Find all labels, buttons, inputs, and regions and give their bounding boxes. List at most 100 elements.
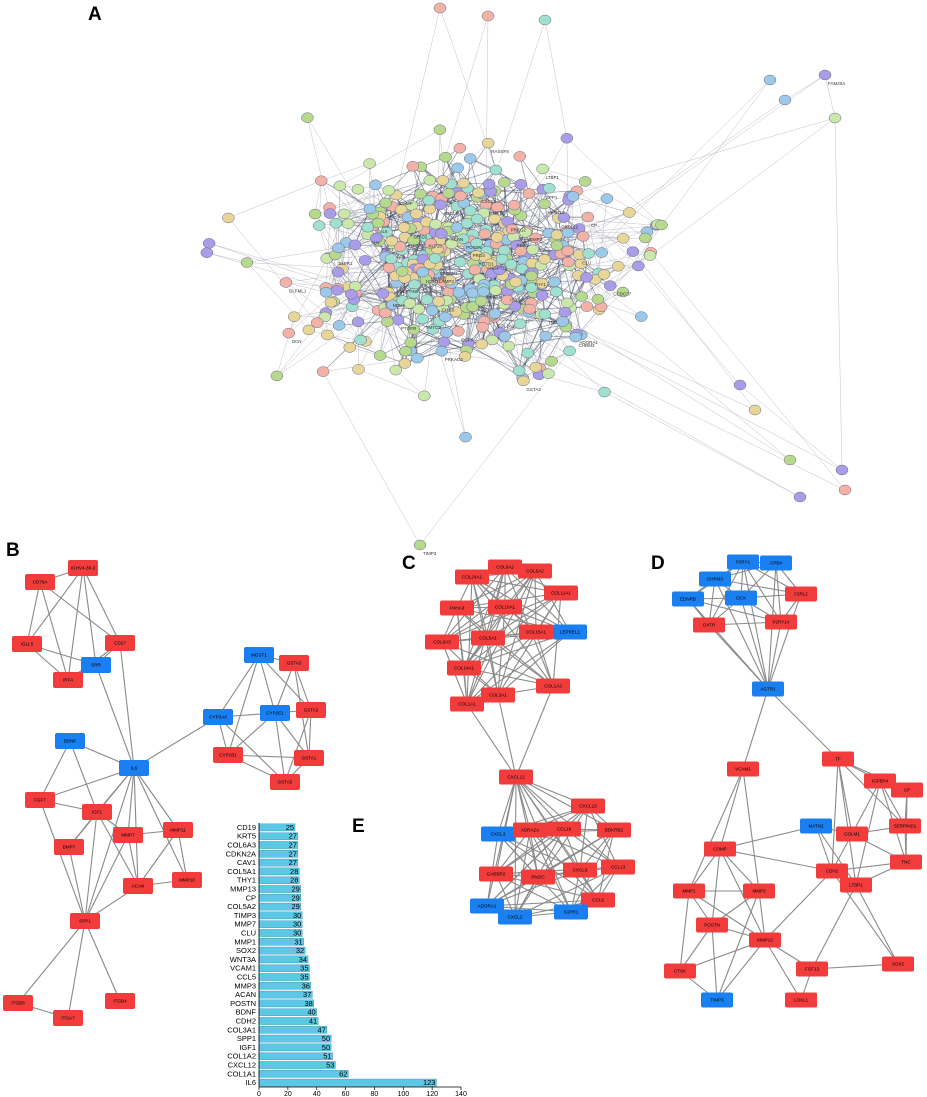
network-edge xyxy=(650,252,846,491)
gene-node-box xyxy=(105,993,135,1009)
protein-node xyxy=(433,124,447,136)
protein-node xyxy=(426,324,440,335)
gene-node-col1a2: COL1A2 xyxy=(536,678,570,694)
network-edge xyxy=(504,566,571,633)
network-edge xyxy=(412,277,540,369)
gene-node-p2ry14: P2RY14 xyxy=(765,614,797,630)
bar-category-label: SOX2 xyxy=(236,946,256,955)
network-edge xyxy=(515,776,572,913)
gene-node-box xyxy=(725,590,757,606)
network-edge xyxy=(69,740,98,813)
protein-node xyxy=(576,231,590,242)
protein-node xyxy=(407,287,420,299)
network-edge xyxy=(764,870,833,941)
protein-node xyxy=(417,390,431,402)
network-edge xyxy=(95,664,135,769)
protein-node xyxy=(428,253,442,264)
bar-category-label: CXCL12 xyxy=(228,1061,256,1070)
network-edge xyxy=(837,758,906,827)
gene-node-box xyxy=(260,705,290,721)
network-edge xyxy=(597,299,791,461)
network-edge xyxy=(339,129,441,187)
network-edge xyxy=(419,350,570,546)
protein-label: GSTA3 xyxy=(526,387,541,392)
gene-node-label: CHRM3 xyxy=(707,577,723,582)
bar-value-label: 35 xyxy=(300,964,308,973)
bar-value-label: 29 xyxy=(291,893,299,902)
gene-node-label: COL3A1 xyxy=(489,693,507,698)
gene-node-box xyxy=(664,963,696,979)
network-edge xyxy=(511,188,544,230)
protein-node xyxy=(549,286,563,298)
gene-node-label: MMP3 xyxy=(752,889,765,894)
network-edge xyxy=(276,321,359,377)
protein-node xyxy=(420,294,434,305)
protein-node xyxy=(314,175,328,187)
gene-node-label: PNOC xyxy=(531,875,545,880)
protein-label: PRKG2 xyxy=(511,228,527,233)
network-edge xyxy=(495,169,530,194)
gene-node-label: CXCL13 xyxy=(579,804,597,809)
network-edge xyxy=(425,117,836,238)
bar-category-label: MMP3 xyxy=(234,981,256,990)
gene-node-isl1: IGHV4-38-2 xyxy=(68,560,98,576)
gene-node-label: BMP7 xyxy=(63,845,76,850)
protein-node xyxy=(449,306,463,317)
network-edge xyxy=(67,567,84,681)
network-edge xyxy=(497,606,506,696)
bar-igf1 xyxy=(258,1043,332,1052)
gene-node-box xyxy=(55,733,85,749)
gene-node-label: CD79A xyxy=(33,580,49,585)
protein-node xyxy=(557,212,571,223)
gene-node-label: SOX2 xyxy=(892,962,905,967)
gene-node-adra2a: ADRA2A xyxy=(513,822,547,838)
protein-node xyxy=(529,232,542,244)
protein-node xyxy=(542,368,555,379)
bar-value-label: 29 xyxy=(291,885,299,894)
network-edge xyxy=(338,185,341,248)
network-edge xyxy=(587,216,619,267)
protein-node xyxy=(407,324,421,335)
protein-node xyxy=(351,184,365,195)
network-edge xyxy=(39,740,71,801)
protein-label: MMP13 xyxy=(489,210,505,215)
bar-value-label: 51 xyxy=(323,1052,331,1061)
protein-node xyxy=(423,203,437,215)
gene-node-label: GSTA5 xyxy=(278,780,293,785)
network-edge xyxy=(558,218,657,226)
x-tick-label: 60 xyxy=(342,1091,350,1097)
gene-node-serpind1: SERPIND1 xyxy=(889,818,921,834)
protein-node xyxy=(793,491,807,503)
protein-label: CP xyxy=(591,223,597,228)
gene-node-label: COL1A1 xyxy=(458,702,476,707)
gene-node-box xyxy=(752,681,784,697)
gene-node-label: TF xyxy=(835,757,841,762)
network-edge xyxy=(466,631,537,705)
bar-category-label: IGF1 xyxy=(239,1043,256,1052)
protein-label: PRKAG2 xyxy=(445,357,464,362)
gene-node-label: IGHV4-38-2 xyxy=(71,566,96,571)
network-edge xyxy=(629,74,826,213)
protein-node xyxy=(476,321,489,333)
bar-value-label: 25 xyxy=(286,823,294,832)
gene-node-gsta5: GSTA5 xyxy=(270,774,300,790)
bar-value-label: 34 xyxy=(299,955,307,964)
network-edge xyxy=(831,758,839,872)
bar-value-label: 29 xyxy=(291,902,299,911)
protein-node xyxy=(502,340,516,352)
bar-category-label: VCAM1 xyxy=(230,964,256,973)
protein-label: PRG4 xyxy=(473,253,486,258)
gene-node-igll5: IGLL5 xyxy=(12,636,42,652)
network-edge xyxy=(585,181,658,225)
network-edge xyxy=(486,828,565,907)
gene-node-box xyxy=(518,563,552,579)
x-tick-label: 0 xyxy=(257,1091,261,1097)
protein-node xyxy=(416,313,429,325)
protein-node xyxy=(393,241,407,252)
gene-node-label: FGF13 xyxy=(805,967,820,972)
bar-category-label: WNT3A xyxy=(230,955,256,964)
gene-node-spp1: SPP1 xyxy=(70,913,100,929)
protein-node xyxy=(452,326,465,337)
gene-node-cyp1b1: CYP1B1 xyxy=(213,747,243,763)
gene-node-box xyxy=(213,747,243,763)
